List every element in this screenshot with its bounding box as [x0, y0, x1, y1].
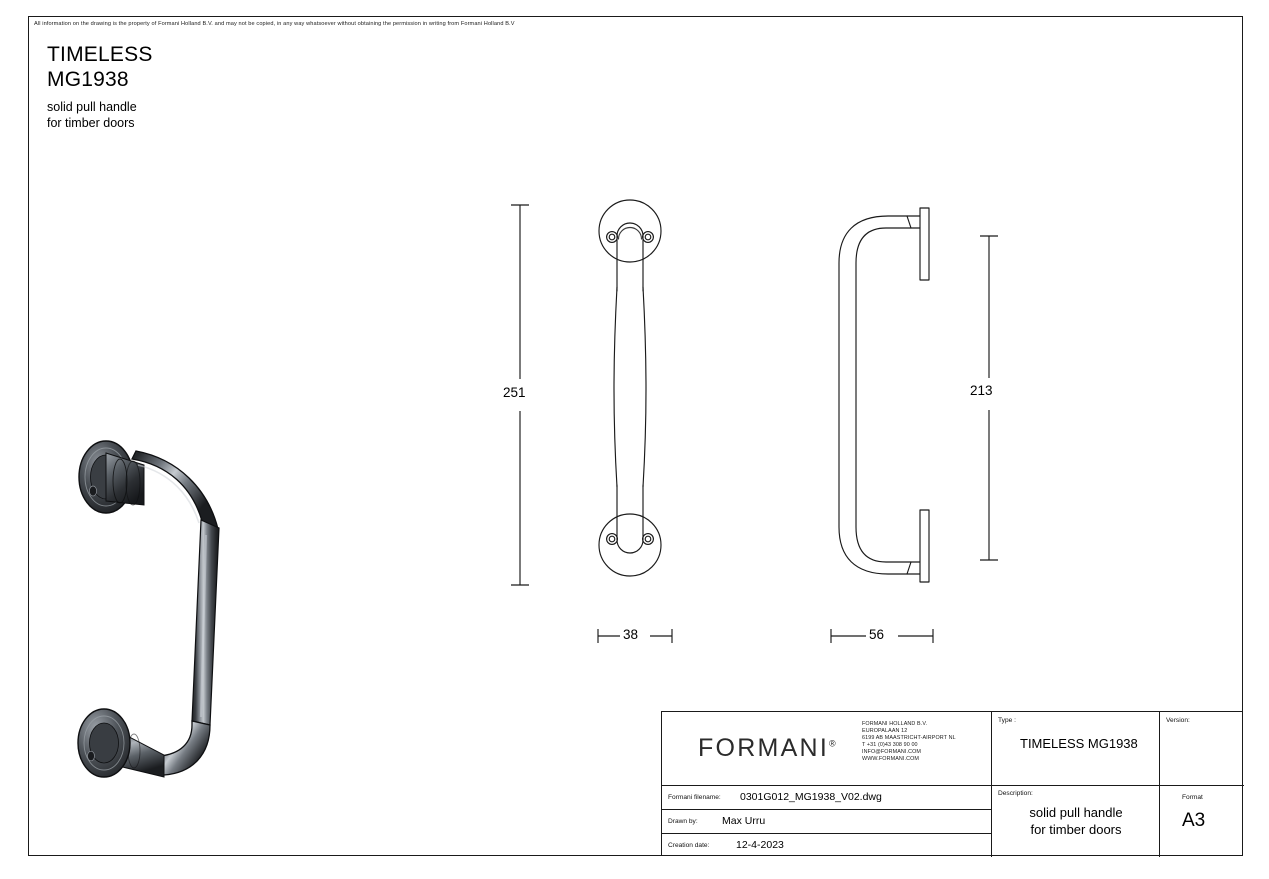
- dimension-251-group: 251: [498, 195, 568, 595]
- title-block: FORMANI® FORMANI HOLLAND B.V. EUROPALAAN…: [661, 711, 1244, 857]
- side-top-shoulder: [906, 215, 912, 229]
- drawing-heading: TIMELESS MG1938 solid pull handle for ti…: [47, 42, 153, 131]
- dimension-38-svg: [597, 629, 673, 643]
- title-block-version-cell: Version:: [1160, 712, 1244, 786]
- address-line-1: FORMANI HOLLAND B.V.: [862, 721, 928, 727]
- dimension-38-label: 38: [620, 627, 642, 642]
- version-label: Version:: [1166, 717, 1190, 724]
- heading-subtitle-line1: solid pull handle: [47, 100, 137, 114]
- side-elevation-svg: [838, 207, 930, 583]
- heading-product-family: TIMELESS: [47, 43, 153, 66]
- registered-trademark-icon: ®: [829, 738, 836, 749]
- dimension-56-svg: [830, 629, 934, 643]
- title-block-type-cell: Type : TIMELESS MG1938: [992, 712, 1160, 786]
- creation-date-label: Creation date:: [668, 842, 710, 849]
- front-top-bar-bend: [616, 222, 644, 292]
- description-label: Description:: [998, 790, 1033, 797]
- formani-logo-text: FORMANI: [698, 734, 830, 762]
- isometric-render-view: [60, 425, 250, 815]
- address-line-5: INFO@FORMANI.COM: [862, 749, 922, 756]
- type-label: Type :: [998, 717, 1016, 724]
- isometric-render-svg: [77, 440, 220, 778]
- formani-logo: FORMANI®: [698, 734, 836, 763]
- heading-product-code: MG1938: [47, 68, 129, 91]
- render-bottom-rosette: [77, 708, 165, 778]
- dimension-251-svg: [511, 204, 529, 586]
- type-value: TIMELESS MG1938: [1020, 736, 1138, 751]
- front-elevation-svg: [598, 199, 662, 577]
- title-block-description-cell: Description: solid pull handle for timbe…: [992, 786, 1160, 857]
- title-block-filename-cell: Formani filename: 0301G012_MG1938_V02.dw…: [662, 786, 992, 810]
- format-value: A3: [1182, 810, 1206, 831]
- title-block-creationdate-cell: Creation date: 12-4-2023: [662, 834, 992, 857]
- dimension-56-group: 56: [822, 620, 947, 650]
- drawn-by-label: Drawn by:: [668, 818, 698, 825]
- address-line-2: EUROPALAAN 12: [862, 728, 908, 735]
- dimension-213-svg: [980, 235, 998, 561]
- side-top-mount-plate: [919, 207, 930, 281]
- side-bottom-mount-plate: [919, 509, 930, 583]
- format-label: Format: [1182, 794, 1203, 801]
- title-block-drawnby-cell: Drawn by: Max Urru: [662, 810, 992, 834]
- creation-date-value: 12-4-2023: [736, 839, 784, 851]
- render-bottom-elbow: [159, 720, 211, 776]
- heading-subtitle-line2: for timber doors: [47, 116, 135, 130]
- side-outer-profile: [838, 215, 921, 575]
- side-elevation-view: [825, 195, 955, 595]
- title-block-logo-cell: FORMANI® FORMANI HOLLAND B.V. EUROPALAAN…: [662, 712, 992, 786]
- render-top-arm: [131, 450, 219, 531]
- front-bottom-rosette-outline: [598, 513, 662, 577]
- filename-value: 0301G012_MG1938_V02.dwg: [740, 791, 882, 803]
- dimension-213-group: 213: [958, 228, 1028, 566]
- dimension-251-label: 251: [500, 385, 529, 400]
- address-line-4: T +31 (0)43 308 90 00: [862, 742, 918, 749]
- front-top-rosette-outline: [598, 199, 662, 263]
- side-inner-profile: [855, 227, 921, 563]
- description-line-2: for timber doors: [1030, 822, 1122, 837]
- address-line-3: 6199 AB MAASTRICHT-AIRPORT NL: [862, 735, 956, 742]
- title-block-format-cell: Format A3: [1160, 786, 1244, 857]
- dimension-56-label: 56: [866, 627, 888, 642]
- front-bottom-bar-bend: [616, 484, 644, 554]
- filename-label: Formani filename:: [668, 794, 721, 801]
- render-main-bar: [191, 519, 220, 726]
- front-shaft-left: [613, 286, 618, 488]
- dimension-38-group: 38: [580, 620, 690, 650]
- address-line-6: WWW.FORMANI.COM: [862, 756, 920, 763]
- front-elevation-view: [575, 195, 685, 595]
- side-bottom-shoulder: [906, 561, 912, 575]
- company-address: FORMANI HOLLAND B.V. EUROPALAAN 12 6199 …: [862, 721, 956, 764]
- drawn-by-value: Max Urru: [722, 815, 766, 827]
- description-line-1: solid pull handle: [1029, 805, 1123, 820]
- copyright-notice: All information on the drawing is the pr…: [34, 21, 515, 27]
- front-shaft-right: [642, 286, 647, 488]
- dimension-213-label: 213: [967, 383, 996, 398]
- render-top-rosette: [78, 440, 145, 514]
